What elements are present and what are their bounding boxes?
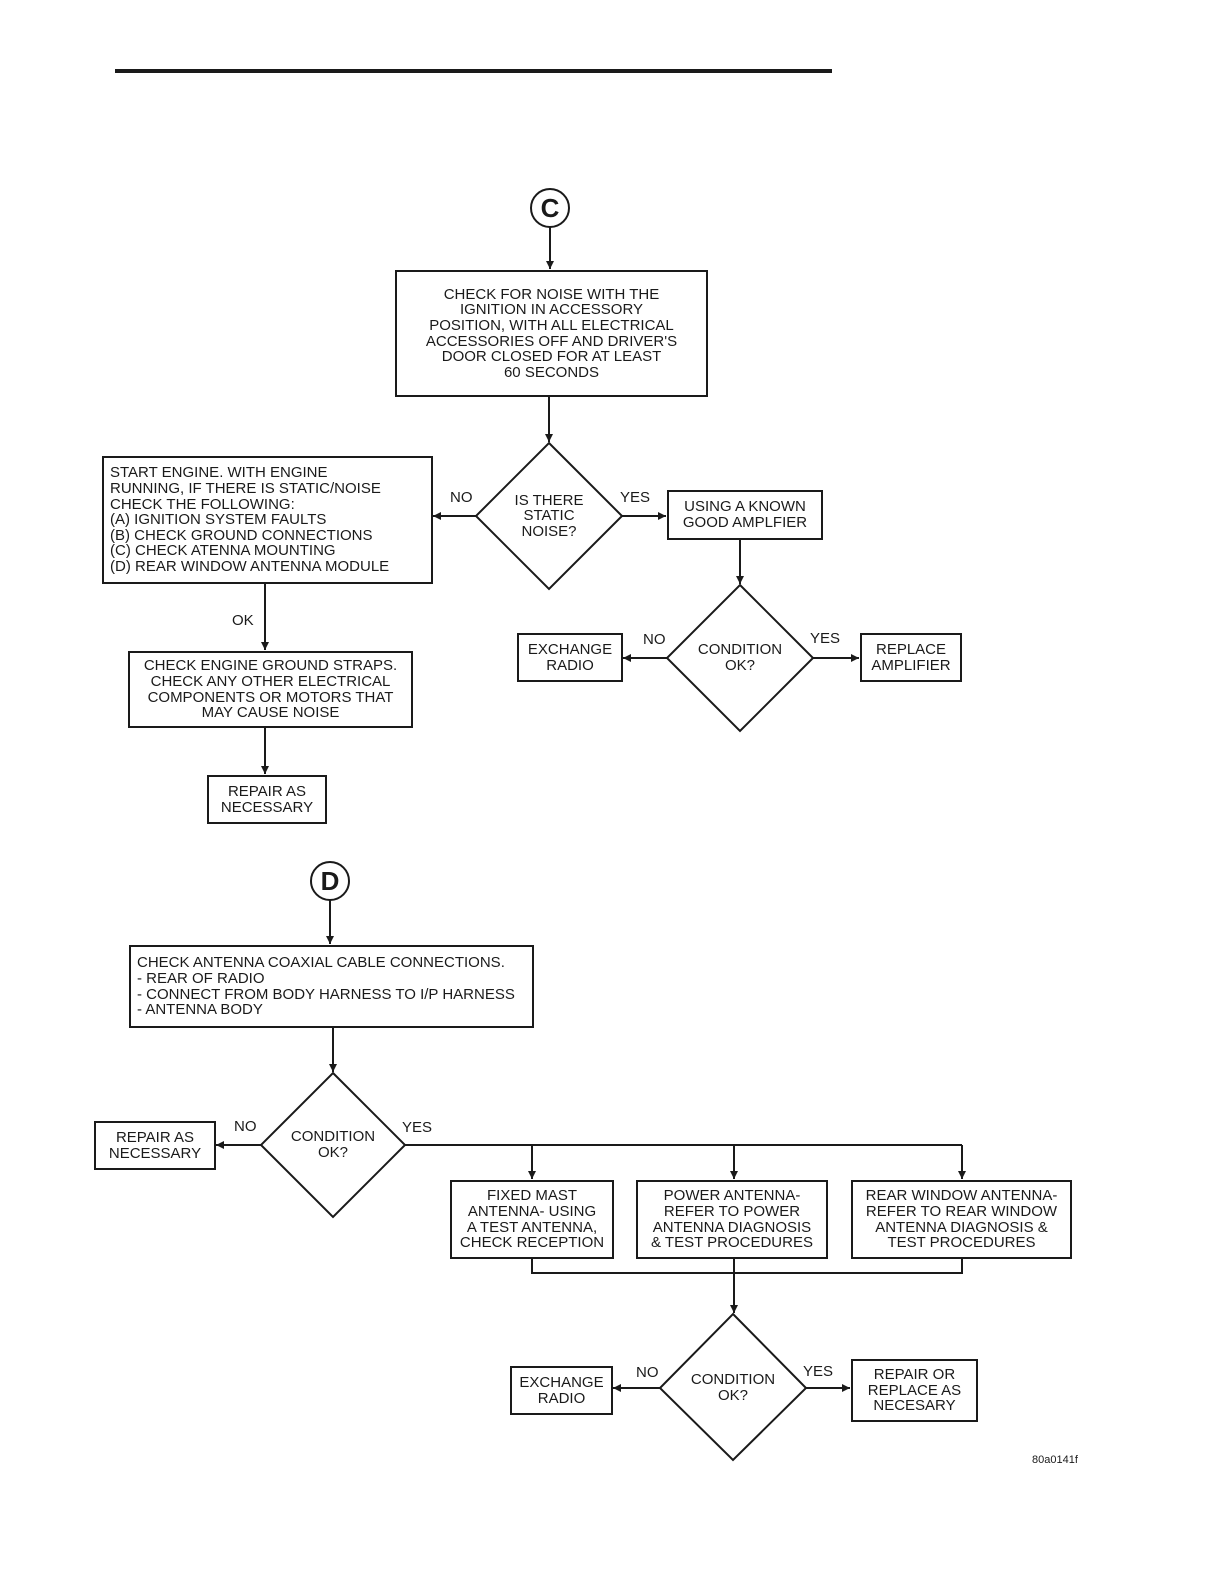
start-engine-box: START ENGINE. WITH ENGINE RUNNING, IF TH… [102, 456, 433, 584]
exchange-radio-box-c: EXCHANGE RADIO [517, 633, 623, 682]
static-noise-diamond [474, 441, 624, 591]
fixed-mast-box: FIXED MAST ANTENNA- USING A TEST ANTENNA… [450, 1180, 614, 1259]
final-no-label: NO [636, 1364, 659, 1381]
repair-box-d: REPAIR AS NECESSARY [94, 1121, 216, 1170]
final-yes-label: YES [803, 1363, 834, 1380]
connector-d: D [320, 865, 340, 896]
repair-replace-box: REPAIR OR REPLACE AS NECESARY [851, 1359, 978, 1422]
exchange-radio-box-d: EXCHANGE RADIO [510, 1366, 613, 1415]
merge-line [531, 1259, 963, 1274]
engine-ok-label: OK [232, 612, 254, 629]
static-no-label: NO [450, 489, 473, 506]
static-noise-text: IS THERE STATIC NOISE? [514, 491, 584, 540]
known-amp-box: USING A KNOWN GOOD AMPLFIER [667, 490, 823, 540]
condition-coax-diamond [259, 1071, 407, 1219]
condition-coax-text: CONDITION OK? [290, 1128, 376, 1161]
connector-c: C [540, 192, 560, 223]
replace-amp-box: REPLACE AMPLIFIER [860, 633, 962, 682]
coax-no-label: NO [234, 1118, 257, 1135]
amp-yes-label: YES [810, 630, 841, 647]
check-noise-box: CHECK FOR NOISE WITH THE IGNITION IN ACC… [395, 270, 708, 397]
coax-yes-label: YES [402, 1119, 433, 1136]
condition-amp-text: CONDITION OK? [697, 641, 783, 674]
header-rule [115, 69, 832, 73]
rear-window-box: REAR WINDOW ANTENNA- REFER TO REAR WINDO… [851, 1180, 1072, 1259]
figure-id: 80a0141f [1032, 1454, 1078, 1466]
ground-straps-box: CHECK ENGINE GROUND STRAPS. CHECK ANY OT… [128, 651, 413, 728]
condition-final-diamond [658, 1312, 808, 1462]
amp-no-label: NO [643, 631, 666, 648]
power-antenna-box: POWER ANTENNA- REFER TO POWER ANTENNA DI… [636, 1180, 828, 1259]
coax-check-box: CHECK ANTENNA COAXIAL CABLE CONNECTIONS.… [129, 945, 534, 1028]
static-yes-label: YES [620, 489, 651, 506]
condition-amp-diamond [665, 583, 815, 733]
condition-final-text: CONDITION OK? [690, 1371, 776, 1404]
repair-box-c: REPAIR AS NECESSARY [207, 775, 327, 824]
